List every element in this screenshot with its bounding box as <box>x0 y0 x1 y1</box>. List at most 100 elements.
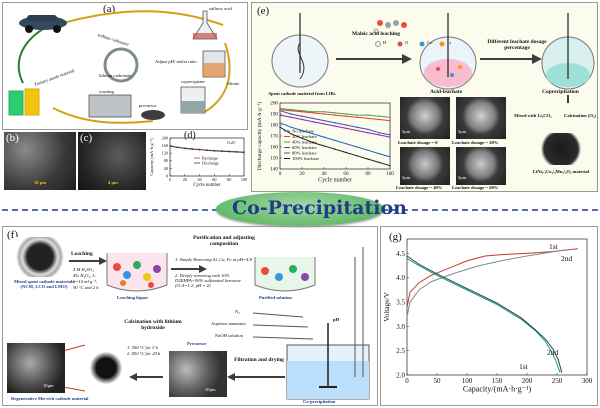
y-tick-label: 160 <box>270 145 278 151</box>
data-point <box>290 133 292 135</box>
maleic-label: Maleic acid leaching <box>352 31 400 37</box>
panel-c-scale: 4 μm <box>108 180 118 185</box>
series-line-0 <box>406 248 579 308</box>
furnace-icon <box>88 94 132 118</box>
right-flask-icon <box>541 13 595 90</box>
atom-h: H <box>383 40 387 45</box>
legend-entry: No leachate <box>292 129 314 134</box>
filtration-label: Filtration and drying <box>234 357 284 363</box>
x-tick-label: 150 <box>492 377 503 385</box>
y-tick-label: 3.5 <box>396 298 405 306</box>
step-adjust-ph: Adjust pH/ molar ratio <box>155 59 197 64</box>
data-point <box>345 113 347 115</box>
x-axis-label: Cycle number <box>318 177 352 183</box>
middle-flask-icon <box>419 13 477 90</box>
panel-c-label: (c) <box>80 132 93 144</box>
sem-label-0: Leachate dosage = 0 <box>398 140 438 145</box>
annotation-2: 1st <box>519 362 529 371</box>
x-tick-label: 100 <box>386 171 394 177</box>
series-line-3 <box>406 255 563 373</box>
data-point <box>367 158 369 160</box>
data-point <box>279 110 281 112</box>
annotation-3: 2nd <box>547 348 559 357</box>
coprecipitate-beaker-icon <box>180 86 206 114</box>
y-tick-label: 4.0 <box>396 274 405 282</box>
regen-scale: 10μm <box>43 383 54 388</box>
leaching-title: Leaching <box>71 251 93 257</box>
y-tick-label: 80 <box>164 158 168 163</box>
data-point <box>378 134 380 136</box>
data-point <box>389 119 391 122</box>
sem-label-40: Leachate dosage = 40% <box>396 185 443 190</box>
data-point <box>323 119 325 122</box>
panel-f: (f) Mixed spent cathode materials (NCM, … <box>2 226 378 406</box>
data-point <box>378 161 380 164</box>
y-tick-label: 4.5 <box>396 250 405 258</box>
product-photo <box>538 133 584 165</box>
sem-dosage-0: 5μm <box>400 97 450 139</box>
data-point <box>206 149 208 152</box>
x-tick-label: 40 <box>198 177 202 182</box>
regen-powder-photo <box>85 343 127 393</box>
y-tick-label: 120 <box>162 151 168 156</box>
x-tick-label: 200 <box>522 377 533 385</box>
annotation-1: 2nd <box>561 254 573 263</box>
y-tick-label: 0 <box>166 173 168 178</box>
plot-frame <box>406 238 588 376</box>
x-tick-label: 80 <box>227 177 231 182</box>
panel-b-label: (b) <box>6 132 19 144</box>
data-point <box>301 110 303 112</box>
precursor-scale: 10μm <box>205 387 216 392</box>
data-point <box>301 137 303 139</box>
purified-solution-icon <box>254 257 316 292</box>
series-line-2 <box>406 258 561 373</box>
y-tick-label: 2.0 <box>396 371 405 379</box>
data-point <box>356 146 358 148</box>
panel-a-label: (a) <box>103 3 116 15</box>
data-point <box>301 118 303 121</box>
data-point <box>279 114 281 116</box>
data-point <box>367 149 369 151</box>
x-tick-label: 20 <box>299 171 305 177</box>
data-point <box>334 139 336 142</box>
sem-label-60: Leachate dosage = 60% <box>452 185 499 190</box>
annotation-0: 1st <box>549 242 559 251</box>
y-tick-label: 150 <box>270 156 278 162</box>
y-axis-label: Voltage/V <box>382 291 391 321</box>
precursor-photo: 10μm <box>169 351 227 397</box>
data-point <box>334 112 336 114</box>
y-tick-label: 180 <box>270 123 278 129</box>
x-tick-label: 300 <box>582 377 593 385</box>
y-axis-label: Discharge capacity (mA·h·g⁻¹) <box>256 102 263 170</box>
data-point <box>290 110 292 112</box>
data-point <box>378 115 380 117</box>
flask-icon <box>192 10 218 40</box>
data-point <box>243 151 245 154</box>
data-point <box>221 150 223 153</box>
data-point <box>334 114 336 116</box>
y-tick-label: 40 <box>164 166 168 171</box>
y-tick-label: 3.0 <box>396 323 405 331</box>
legend-entry: 20% leachate <box>292 134 317 139</box>
data-point <box>235 151 238 153</box>
data-point <box>312 112 314 114</box>
data-point <box>389 156 391 158</box>
legend-entry: 40% leachate <box>292 140 317 145</box>
banner-text: Co-Precipitation <box>232 197 407 219</box>
sem-scale-60: 5μm <box>458 175 467 180</box>
calcination-title: Calcination with lithium hydroxide <box>124 319 182 331</box>
left-flask-icon <box>271 13 329 88</box>
calcination-label: Calcination (O₂) <box>564 113 596 118</box>
legend-entry: 100% leachate <box>292 156 319 161</box>
car-icon <box>19 15 67 33</box>
data-point <box>389 134 391 136</box>
sem-scale-20: 5μm <box>458 129 467 134</box>
x-tick-label: 80 <box>365 171 371 177</box>
x-tick-label: 250 <box>552 377 563 385</box>
regen-label: Regenerative Mn-rich cathode material <box>11 396 89 401</box>
data-point <box>312 141 314 144</box>
reactor-vessel-icon <box>286 247 370 400</box>
panel-b-scale: 10 μm <box>34 180 47 185</box>
